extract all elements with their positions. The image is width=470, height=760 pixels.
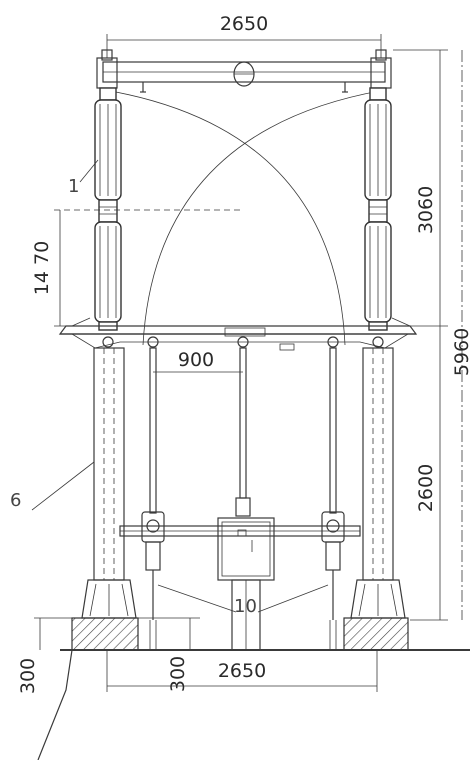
dim-insulator-height: 14 70: [31, 241, 53, 295]
drive-posts: [149, 620, 337, 650]
dim-foundation-height-inner: 300: [167, 656, 189, 692]
insulator-platform: [58, 317, 418, 351]
callout-insulator: 1: [68, 176, 79, 197]
callout-cabinet: 10: [234, 596, 257, 617]
dim-bottom-span: 2650: [218, 660, 266, 682]
switch-blade-swing-arcs: [104, 89, 386, 346]
right-drive-unit: [321, 511, 345, 620]
dim-upper-height: 3060: [415, 186, 437, 234]
dim-total-height: 5960: [451, 328, 470, 376]
control-cabinet: [217, 517, 275, 651]
operating-rods: [149, 347, 337, 517]
ground-line: [37, 649, 470, 760]
right-column-base: [350, 579, 406, 619]
dim-top-span: 2650: [220, 13, 268, 35]
left-foundation-block: [71, 617, 139, 651]
dim-support-height: 2600: [415, 464, 437, 512]
dim-rail-gap: 900: [178, 349, 214, 371]
top-crossbeam: [96, 49, 392, 93]
right-foundation-block: [343, 617, 409, 651]
left-drive-unit: [141, 511, 165, 620]
dim-foundation-height: 300: [17, 658, 39, 694]
right-support-column: [362, 347, 394, 581]
left-column-base: [81, 579, 137, 619]
right-insulator-stack: [364, 87, 392, 331]
left-insulator-stack: [94, 87, 122, 331]
left-support-column: [93, 347, 125, 581]
callout-leaders: [31, 159, 329, 613]
callout-support-column: 6: [10, 490, 21, 511]
dimension-lines: [34, 34, 463, 692]
